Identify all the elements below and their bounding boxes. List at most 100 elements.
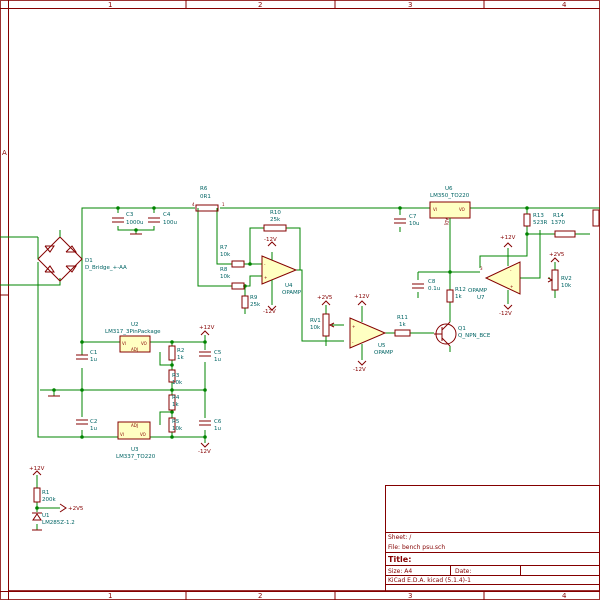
r3-value: 10k (172, 380, 183, 386)
r9-resistor: R9 25k (241, 295, 261, 309)
u4-minus: - (264, 262, 266, 267)
c6-value: 1u (214, 426, 221, 432)
title-block: Sheet: / File: bench psu.sch Title: Size… (385, 485, 600, 592)
r4-ref: R4 (172, 395, 180, 401)
c1-capacitor: C1 1u (76, 350, 97, 363)
r10-ref: R10 (270, 210, 281, 216)
r10-value: 25k (270, 217, 281, 223)
u6-regulator: VI VO ADJ U6 LM350_TO220 (429, 186, 471, 228)
u7-value: OPAMP (468, 288, 488, 294)
u4-power-minus-bottom: -12V (263, 309, 276, 315)
u7-ref: U7 (477, 295, 485, 301)
r7-ref: R7 (220, 245, 228, 251)
c5-value: 1u (214, 357, 221, 363)
c6-power: -12V (198, 449, 211, 455)
r14-ref: R14 (553, 213, 564, 219)
frame-col-3-bottom: 3 (408, 592, 412, 600)
r2-value: 1k (177, 355, 184, 361)
r14-value: 1370 (551, 220, 565, 226)
u4-ref: U4 (285, 283, 293, 289)
r10-resistor: R10 25k (263, 210, 287, 232)
rv2-value: 10k (561, 283, 572, 289)
r2-resistor: R2 1k (168, 345, 184, 361)
r6-value: 0R1 (200, 194, 211, 200)
u2-adj: ADJ (131, 347, 138, 352)
c6-capacitor: C6 1u -12V (198, 419, 222, 455)
u7-power-minus: -12V (499, 311, 512, 317)
u5-minus: - (352, 340, 354, 345)
c4-ref: C4 (163, 212, 171, 218)
r1-value: 200k (42, 497, 56, 503)
c7-capacitor: C7 10u (394, 214, 419, 227)
u2-vo: VO (141, 341, 147, 346)
q1-transistor: Q1 Q_NPN_BCE (434, 321, 491, 347)
rv2-ref: RV2 (561, 276, 572, 282)
title-block-kicad: KiCad E.D.A. kicad (5.1.4)-1 (388, 577, 471, 584)
c4-capacitor: C4 100u (148, 212, 177, 226)
c1-value: 1u (90, 357, 97, 363)
u5-value: OPAMP (374, 350, 394, 356)
r7-resistor: R7 10k (220, 245, 245, 268)
r5-resistor: R5 10k (168, 417, 183, 433)
c8-capacitor: C8 0.1u (412, 279, 440, 292)
r13-resistor: R13 523R (523, 213, 547, 227)
u2-vi: VI (122, 341, 126, 346)
u2-regulator: VI VO ADJ U2 LM317_3PinPackage (105, 322, 161, 353)
r1-power: +12V (29, 466, 45, 472)
r12-resistor: R12 1k (446, 287, 466, 303)
u5-plus: + (352, 324, 355, 329)
u2-value: LM317_3PinPackage (105, 329, 161, 335)
q1-ref: Q1 (458, 326, 466, 332)
c2-value: 1u (90, 426, 97, 432)
r11-ref: R11 (397, 315, 408, 321)
frame-col-1-bottom: 1 (108, 592, 112, 600)
c8-ref: C8 (428, 279, 436, 285)
r6-pin-4: 4 (192, 202, 195, 207)
title-block-size: Size: A4 (388, 568, 412, 575)
r4-resistor: R4 1k (168, 394, 180, 411)
u3-vi: VI (120, 432, 124, 437)
u6-value: LM350_TO220 (430, 193, 470, 199)
u1-power: +2V5 (68, 506, 84, 512)
u3-adj: ADJ (131, 423, 138, 428)
c6-ref: C6 (214, 419, 222, 425)
r1-resistor: +12V R1 200k (29, 466, 56, 503)
r11-value: 1k (399, 322, 406, 328)
u1-value: LM285Z-1.2 (42, 520, 75, 526)
c3-capacitor: C3 1000u (112, 212, 143, 226)
c2-capacitor: C2 1u (76, 419, 97, 432)
u7-opamp: - + 3 U7 OPAMP +12V -12V (468, 235, 521, 317)
u5-power-plus: +12V (354, 294, 370, 300)
title-block-file: File: bench psu.sch (388, 544, 445, 551)
frame-col-4-bottom: 4 (562, 592, 567, 600)
c5-power: +12V (199, 325, 215, 331)
d1-value: D_Bridge_+-AA (85, 265, 127, 271)
c7-value: 10u (409, 221, 419, 227)
d1-bridge-rectifier: D1 D_Bridge_+-AA (37, 230, 127, 282)
u6-adj: ADJ (444, 218, 449, 225)
u5-ref: U5 (378, 343, 386, 349)
u7-minus: - (510, 268, 512, 273)
rv2-potentiometer: RV2 10k +2V5 (547, 252, 572, 291)
frame-col-2-bottom: 2 (258, 592, 262, 600)
c7-ref: C7 (409, 214, 417, 220)
u1-ref: U1 (42, 513, 50, 519)
rv1-power: +2V5 (317, 295, 333, 301)
u5-opamp: + - U5 OPAMP +12V -12V (349, 294, 394, 373)
rv1-value: 10k (310, 325, 321, 331)
right-edge-connector (592, 209, 600, 227)
u6-vo: VO (459, 207, 465, 212)
u7-power-plus: +12V (500, 235, 516, 241)
r4-value: 1k (172, 402, 179, 408)
u4-opamp: - + U4 OPAMP -12V -12V (261, 237, 302, 315)
frame-col-2-top: 2 (258, 1, 262, 9)
c5-ref: C5 (214, 350, 222, 356)
r12-ref: R12 (455, 287, 466, 293)
title-block-title-label: Title: (388, 555, 411, 564)
u1-reference-diode: U1 LM285Z-1.2 +2V5 (32, 503, 84, 531)
u3-ref: U3 (131, 447, 139, 453)
u4-plus: + (264, 275, 267, 280)
r6-pin-1: 1 (222, 202, 225, 207)
